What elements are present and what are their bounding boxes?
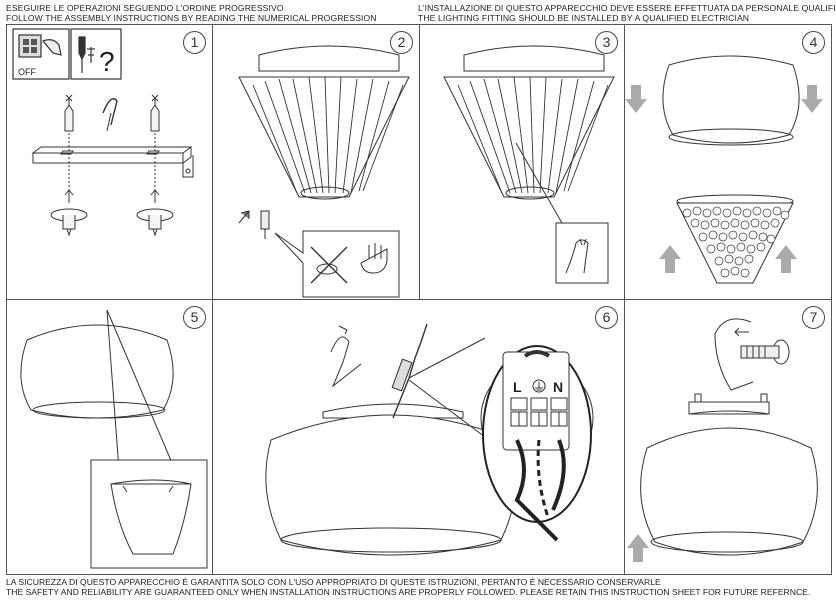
- step-5-panel: 5: [6, 299, 213, 575]
- step-2-panel: 2: [212, 24, 420, 300]
- question-icon: ?: [99, 46, 115, 77]
- terminal-n-label: N: [553, 379, 563, 395]
- footer: LA SICUREZZA DI QUESTO APPARECCHIO È GAR…: [6, 577, 810, 597]
- step-4-illustration: [625, 55, 823, 284]
- arrow-left-icon: [734, 327, 749, 337]
- step-3-illustration: [443, 45, 615, 284]
- arrow-down-icon: [625, 85, 647, 113]
- screwdriver-icon: [70, 28, 122, 80]
- step-1-panel: 1 OFF ?: [6, 24, 213, 300]
- arrow-up-icon: [659, 245, 681, 273]
- step-number: 4: [802, 31, 825, 54]
- bracket-icon: [31, 146, 194, 178]
- header-left-line1: ESEGUIRE LE OPERAZIONI SEGUENDO L'ORDINE…: [6, 3, 284, 13]
- step-5-illustration: [20, 309, 208, 569]
- terminal-l-label: L: [513, 379, 522, 395]
- step-number: 5: [183, 306, 206, 329]
- screw-icon: [740, 339, 790, 365]
- ground-icon: [532, 379, 546, 393]
- glove-icon: [360, 243, 388, 274]
- arrow-up-icon: [775, 245, 797, 273]
- footer-line2: THE SAFETY AND RELIABILITY ARE GUARANTEE…: [6, 587, 811, 597]
- arrow-up-icon: [64, 189, 74, 201]
- step-1-illustration: OFF ?: [12, 28, 194, 237]
- footer-line1: LA SICUREZZA DI QUESTO APPARECCHIO È GAR…: [6, 577, 661, 587]
- step-4-panel: 4: [624, 24, 832, 300]
- step-3-panel: 3: [419, 24, 625, 300]
- crossed-tool-icon: [310, 246, 348, 284]
- step-2-illustration: [238, 45, 410, 298]
- switch-off-label: OFF: [18, 67, 36, 77]
- step-7-illustration: [627, 318, 818, 562]
- arrow-up-icon: [238, 210, 250, 224]
- step-6-panel: 6: [212, 299, 625, 575]
- header-left-line2: FOLLOW THE ASSEMBLY INSTRUCTIONS BY READ…: [6, 13, 377, 23]
- header-right-line1: L'INSTALLAZIONE DI QUESTO APPARECCHIO DE…: [418, 3, 836, 13]
- wall-plug-icon: [64, 94, 160, 132]
- switch-off-icon: [12, 28, 70, 80]
- step-number: 6: [595, 306, 618, 329]
- header-right-line2: THE LIGHTING FITTING SHOULD BE INSTALLED…: [418, 13, 750, 23]
- header-right: L'INSTALLAZIONE DI QUESTO APPARECCHIO DE…: [418, 3, 836, 23]
- step-6-illustration: L N: [265, 323, 594, 556]
- crystal-beads: [682, 206, 790, 278]
- step-7-panel: 7: [624, 299, 832, 575]
- terminal-block-icon: [502, 350, 570, 451]
- step-number: 2: [390, 31, 413, 54]
- step-number: 1: [183, 31, 206, 54]
- arrow-down-icon: [801, 85, 823, 113]
- header-left: ESEGUIRE LE OPERAZIONI SEGUENDO L'ORDINE…: [6, 3, 377, 23]
- step-number: 3: [595, 31, 618, 54]
- arrow-up-icon: [627, 534, 649, 562]
- step-number: 7: [802, 306, 825, 329]
